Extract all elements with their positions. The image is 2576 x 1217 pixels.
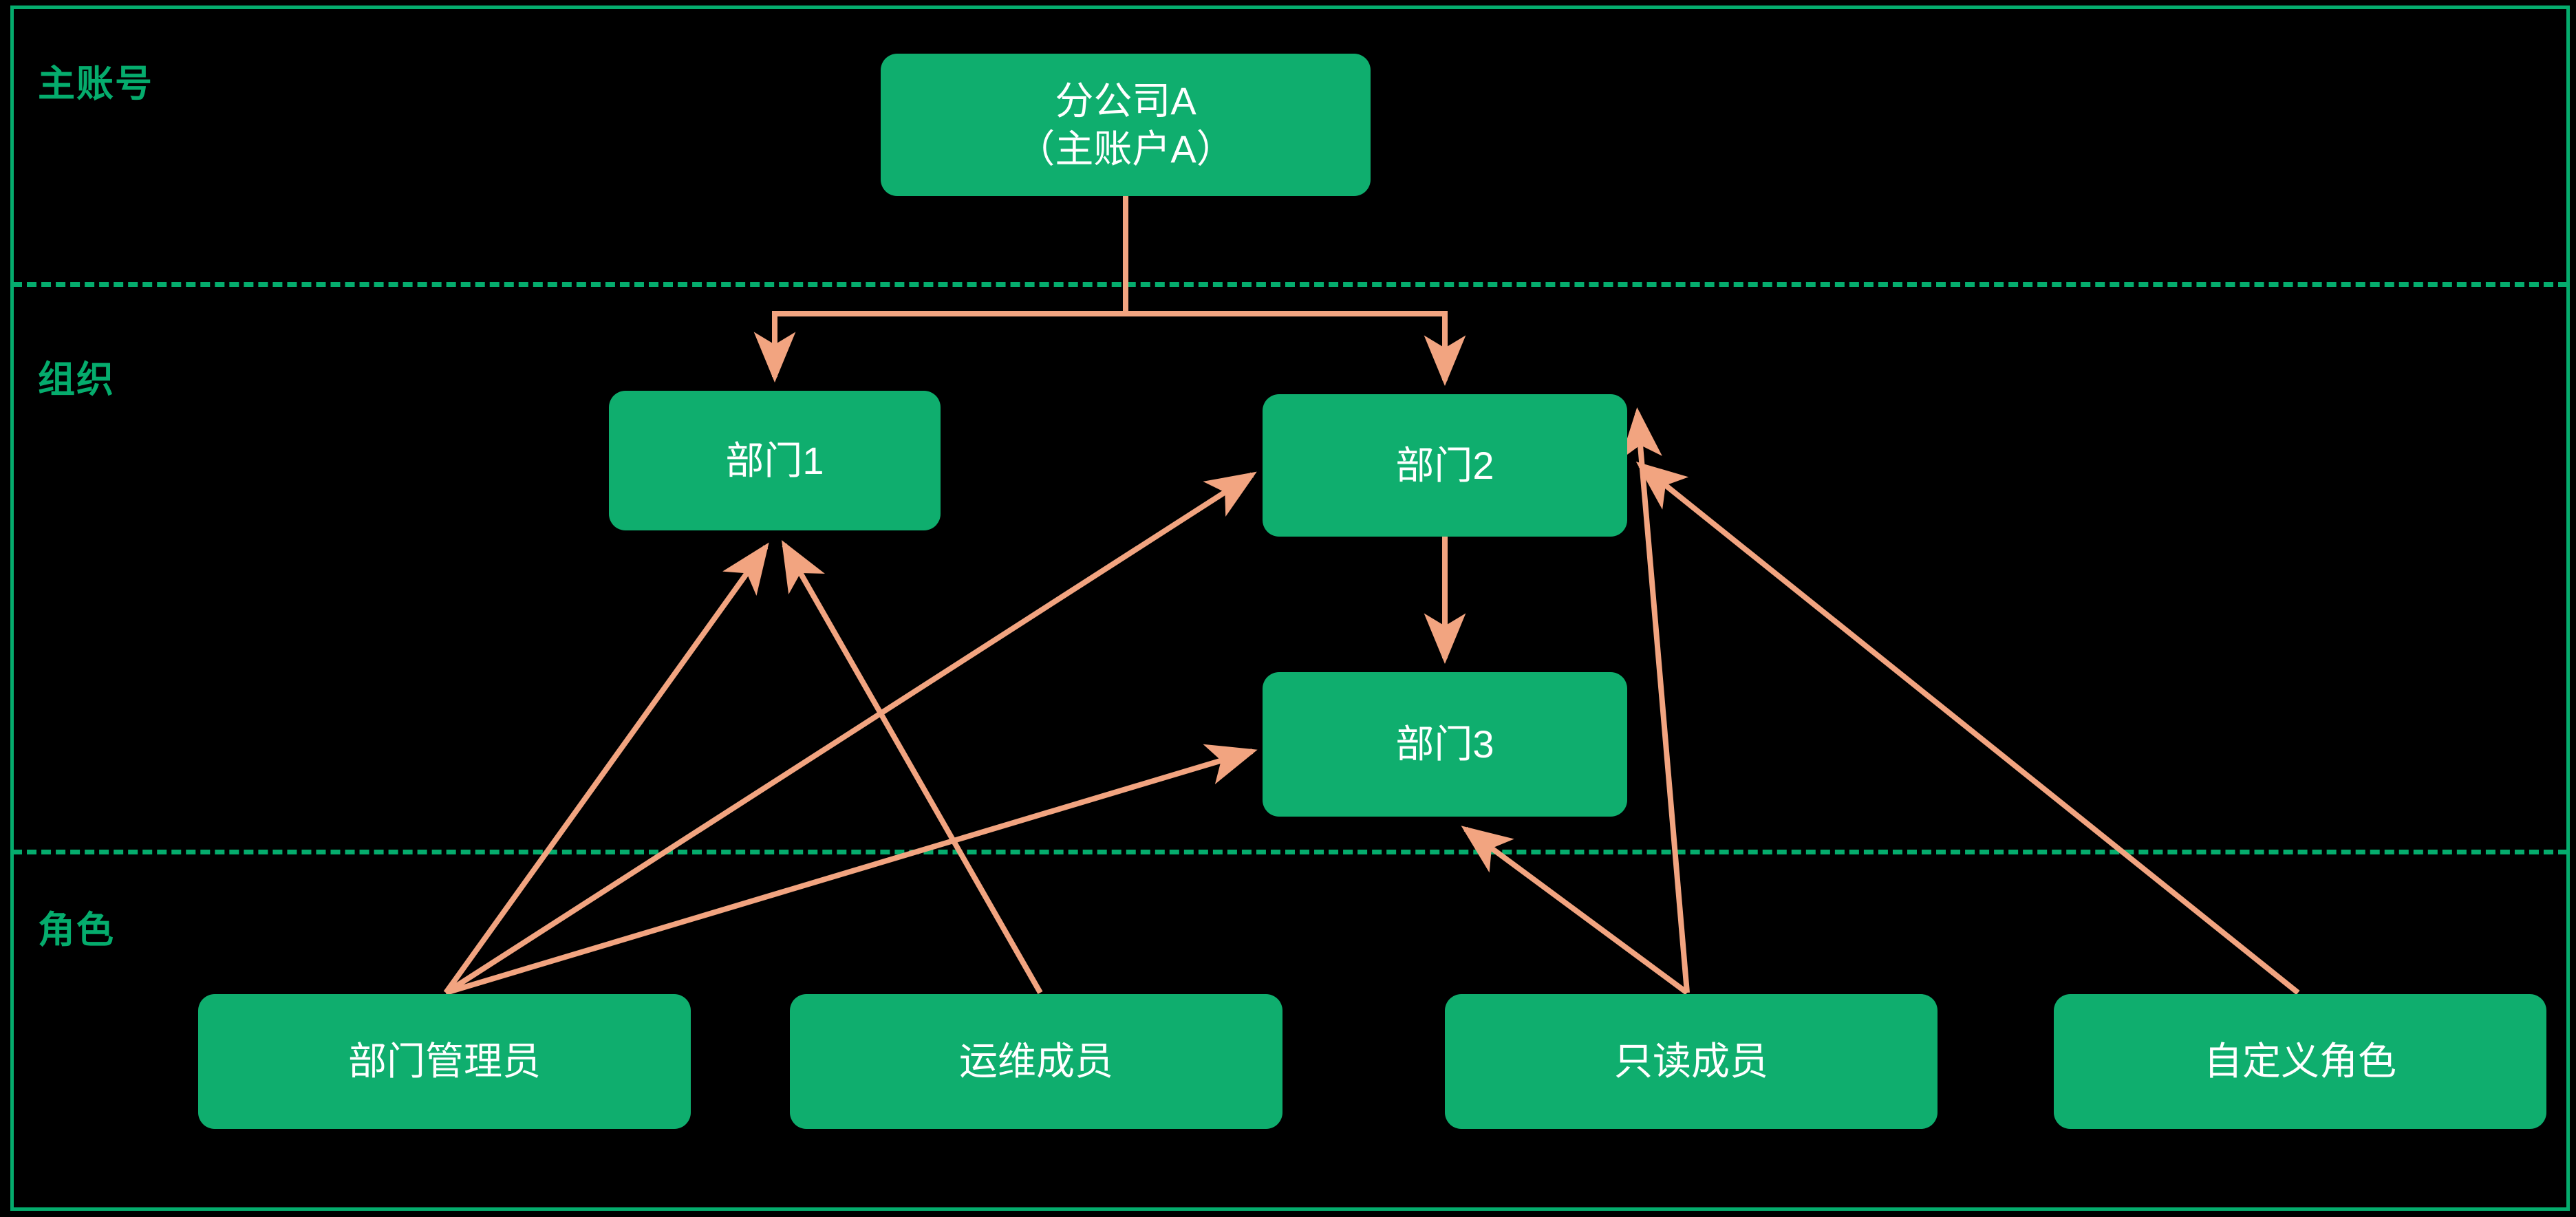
edge-root-to-dept2 <box>1123 196 1466 387</box>
node-role-ops-member[interactable]: 运维成员 <box>790 994 1282 1129</box>
node-role-dept-admin[interactable]: 部门管理员 <box>198 994 691 1129</box>
band-label-organization: 组织 <box>38 359 115 400</box>
band-separator-main-org <box>12 282 2568 287</box>
node-dept3[interactable]: 部门3 <box>1263 672 1627 817</box>
band-label-main-account: 主账号 <box>38 63 153 105</box>
band-label-role: 角色 <box>38 909 115 951</box>
node-dept1[interactable]: 部门1 <box>609 391 941 530</box>
edge-custom-role-to-dept2 <box>1635 461 2300 995</box>
node-role-readonly[interactable]: 只读成员 <box>1445 994 1938 1129</box>
edge-dept-admin-to-dept1 <box>443 542 769 995</box>
node-role-custom[interactable]: 自定义角色 <box>2054 994 2546 1129</box>
edge-dept-admin-to-dept3 <box>444 744 1258 995</box>
edge-dept-admin-to-dept2 <box>444 471 1257 995</box>
edge-ops-member-to-dept1 <box>782 540 1043 994</box>
edge-readonly-to-dept2 <box>1620 407 1690 993</box>
node-root-company[interactable]: 分公司A （主账户A） <box>881 54 1371 196</box>
band-separator-org-role <box>12 850 2568 854</box>
node-dept2[interactable]: 部门2 <box>1263 394 1627 537</box>
